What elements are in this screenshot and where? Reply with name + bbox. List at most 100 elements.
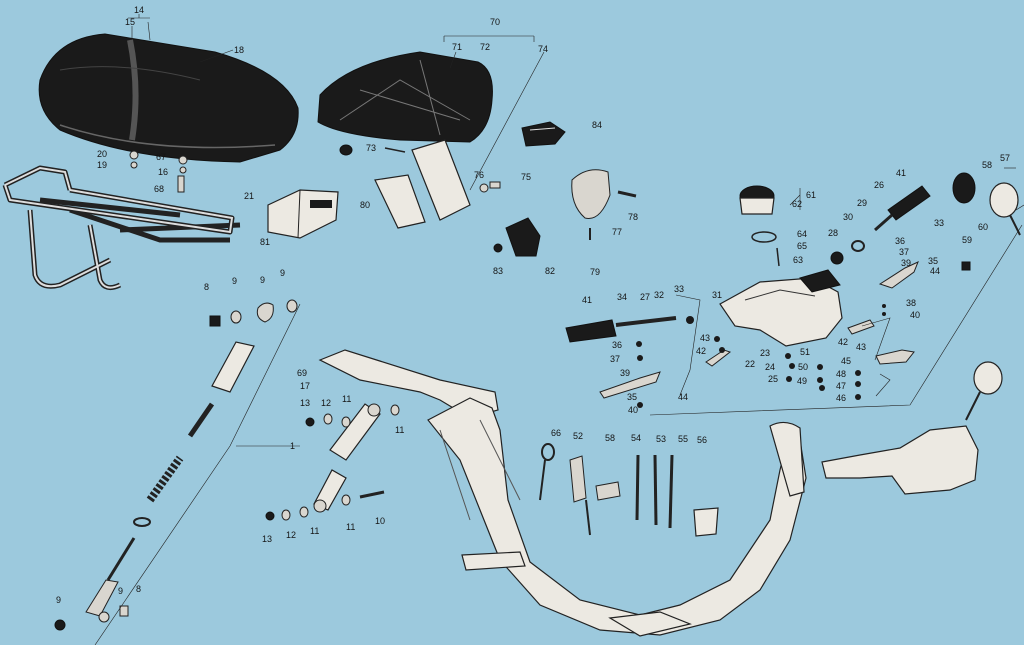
callout-10: 10: [375, 516, 385, 526]
callout-12-lower: 12: [286, 530, 296, 540]
tail-light: [479, 181, 541, 257]
callout-17: 17: [300, 381, 310, 391]
right-grip-assembly: [830, 185, 931, 289]
brake-levers: [599, 319, 915, 399]
callout-77: 77: [612, 227, 622, 237]
callout-51: 51: [800, 347, 810, 357]
left-grip: [565, 316, 677, 343]
callout-21: 21: [244, 191, 254, 201]
callout-58-lower: 58: [605, 433, 615, 443]
callout-62: 62: [792, 199, 802, 209]
callout-48: 48: [836, 369, 846, 379]
callout-11-b: 11: [395, 425, 404, 435]
main-frame: [318, 349, 807, 637]
callout-53: 53: [656, 434, 666, 444]
rear-view-mirrors: [952, 172, 1021, 271]
luggage-rack-inner: [4, 166, 234, 289]
callout-42-right: 42: [838, 337, 848, 347]
callout-59: 59: [962, 235, 972, 245]
callout-45: 45: [841, 356, 851, 366]
callout-79: 79: [590, 267, 600, 277]
callout-76: 76: [474, 170, 484, 180]
callout-68: 68: [154, 184, 164, 194]
callout-67: 67: [156, 152, 166, 162]
callout-39-upper: 39: [901, 258, 911, 268]
callout-8-lower: 8: [136, 584, 141, 594]
callout-9-d: 9: [56, 595, 61, 605]
seat-bracket: [339, 139, 471, 229]
callout-64: 64: [797, 229, 807, 239]
callout-78: 78: [628, 212, 638, 222]
assembled-handlebar: [821, 361, 1003, 495]
callout-42-left: 42: [696, 346, 706, 356]
callout-70: 70: [490, 17, 500, 27]
passenger-seat: [317, 51, 493, 143]
callout-27: 27: [640, 292, 650, 302]
callout-9-a: 9: [232, 276, 237, 286]
small-hardware: [636, 304, 886, 408]
tool-kit: [539, 443, 719, 537]
callout-74: 74: [538, 44, 548, 54]
mirror-clamp: [571, 169, 637, 240]
callout-8-upper: 8: [204, 282, 209, 292]
callout-38: 38: [906, 298, 916, 308]
callout-11-a: 11: [342, 394, 351, 404]
callout-11-c: 11: [310, 526, 319, 536]
callout-37-lower: 37: [610, 354, 620, 364]
callout-34: 34: [617, 292, 627, 302]
callout-65: 65: [797, 241, 807, 251]
callout-13-lower: 13: [262, 534, 272, 544]
speedometer: [739, 185, 780, 267]
callout-35-upper: 35: [928, 256, 938, 266]
front-suspension-parts: [54, 299, 298, 631]
callout-41-lower: 41: [582, 295, 592, 305]
callout-66: 66: [551, 428, 561, 438]
callout-55: 55: [678, 434, 688, 444]
callout-58-upper: 58: [982, 160, 992, 170]
callout-1: 1: [290, 441, 295, 451]
callout-16: 16: [158, 167, 168, 177]
callout-36-lower: 36: [612, 340, 622, 350]
callout-15: 15: [125, 17, 135, 27]
callout-41-upper: 41: [896, 168, 906, 178]
callout-13-upper: 13: [300, 398, 310, 408]
callout-33-lower: 33: [674, 284, 684, 294]
reflector-block: [521, 121, 566, 147]
callout-19: 19: [97, 160, 107, 170]
callout-63: 63: [793, 255, 803, 265]
callout-40-upper: 40: [910, 310, 920, 320]
callout-56: 56: [697, 435, 707, 445]
callout-31: 31: [712, 290, 722, 300]
callout-20: 20: [97, 149, 107, 159]
callout-57: 57: [1000, 153, 1010, 163]
callout-73: 73: [366, 143, 376, 153]
callout-32: 32: [654, 290, 664, 300]
callout-28: 28: [828, 228, 838, 238]
callout-40-lower: 40: [628, 405, 638, 415]
callout-82: 82: [545, 266, 555, 276]
handlebar-housing: [719, 269, 843, 347]
callout-9-c: 9: [280, 268, 285, 278]
callout-71: 71: [452, 42, 462, 52]
callout-46: 46: [836, 393, 846, 403]
callout-61: 61: [806, 190, 816, 200]
callout-84: 84: [592, 120, 602, 130]
callout-72: 72: [480, 42, 490, 52]
callout-52: 52: [573, 431, 583, 441]
callout-44-upper: 44: [930, 266, 940, 276]
callout-23: 23: [760, 348, 770, 358]
callout-43-right: 43: [856, 342, 866, 352]
callout-26: 26: [874, 180, 884, 190]
callout-29: 29: [857, 198, 867, 208]
callout-69: 69: [297, 368, 307, 378]
callout-25: 25: [768, 374, 778, 384]
callout-49: 49: [797, 376, 807, 386]
callout-36-upper: 36: [895, 236, 905, 246]
callout-50: 50: [798, 362, 808, 372]
callout-83: 83: [493, 266, 503, 276]
callout-numbers: 14 15 1 8 20 19 67 16 68 21 70 71 72 74 7…: [56, 5, 1010, 605]
rear-shock-absorber: [265, 403, 400, 521]
callout-14: 14: [134, 5, 144, 15]
